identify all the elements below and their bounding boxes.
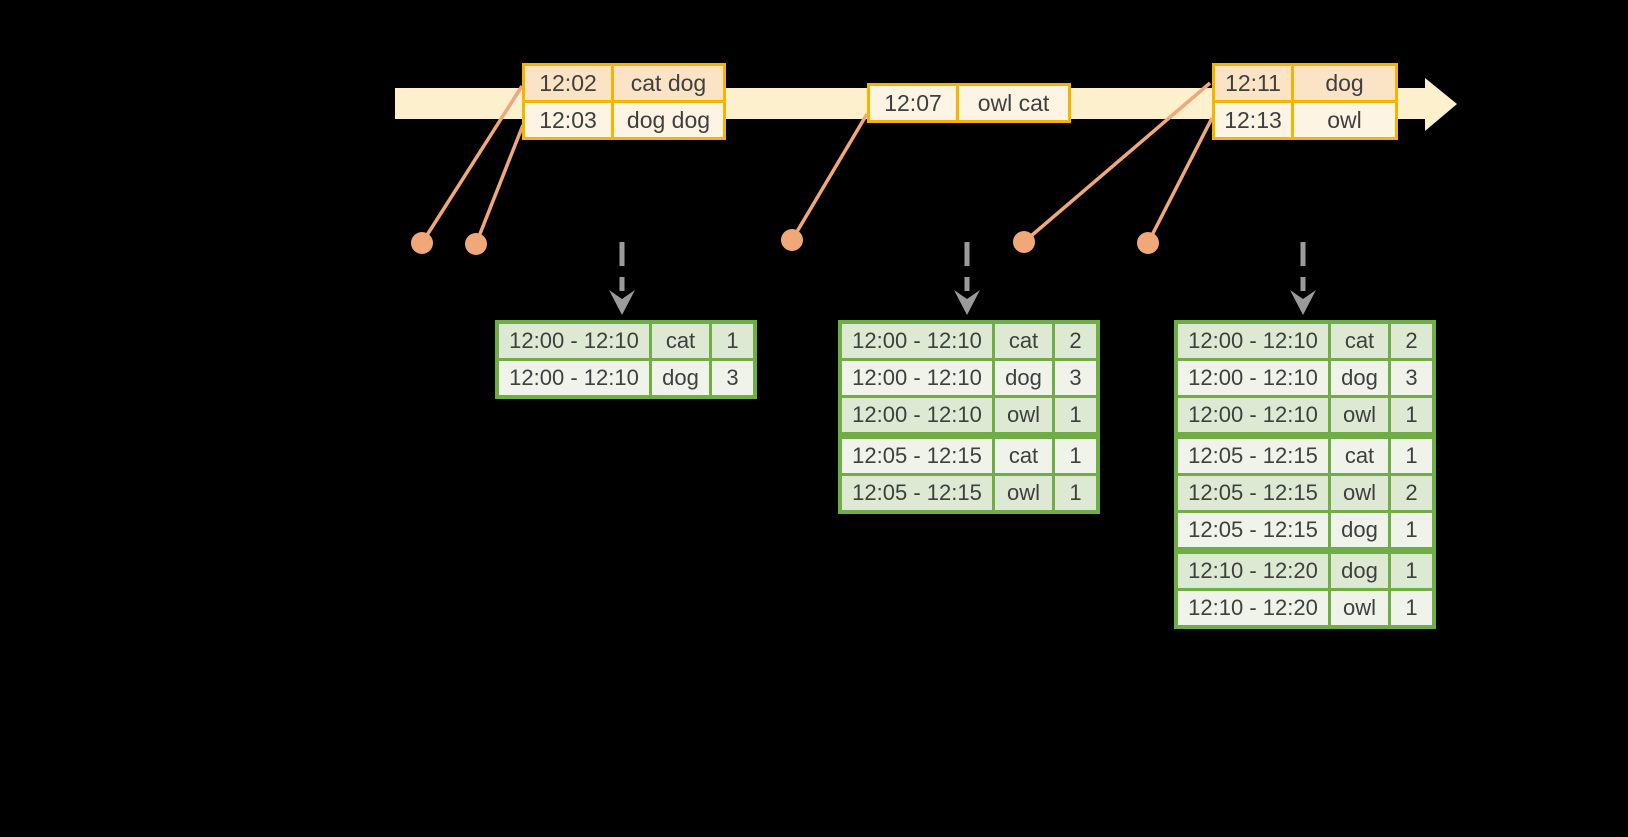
table-cell: 12:05 - 12:15 [1188,480,1318,505]
table-cell: owl [1328,476,1388,510]
table-cell: 1 [1388,439,1432,473]
table-cell: owl cat [956,86,1068,120]
table-cell: 12:00 - 12:10 [852,365,982,390]
table-cell: cat [1328,324,1388,358]
trigger-arrowhead-icon [609,290,635,315]
table-cell: 12:02 [539,69,597,96]
table-cell: 3 [1052,361,1096,395]
trigger-arrowhead-icon [1290,290,1316,315]
table-cell: 1 [709,324,753,358]
table-cell: 12:00 - 12:10 [1188,365,1318,390]
table-cell: dog [1328,554,1388,588]
event-marker-dot [465,233,487,255]
table-cell: cat [992,439,1052,473]
table-cell: dog [992,361,1052,395]
table-cell: 12:10 - 12:20 [1188,558,1318,583]
table-cell: dog [1328,513,1388,547]
table-row: 12:11 dog [1215,66,1395,100]
timeline-arrowhead-icon [1425,78,1457,131]
table-cell: 1 [1388,398,1432,432]
table-cell: 12:11 [1225,69,1281,96]
table-cell: 1 [1052,398,1096,432]
event-connector-line [790,113,869,241]
table-cell: 3 [709,361,753,395]
table-row: 12:03 dog dog [525,100,723,137]
event-table-12-02: 12:02 cat dog 12:03 dog dog [522,63,726,140]
table-cell: 12:13 [1224,106,1282,133]
event-marker-dot [1013,231,1035,253]
table-cell: 12:10 - 12:20 [1188,595,1318,620]
table-row: 12:02 cat dog [525,66,723,100]
table-cell: 1 [1052,439,1096,473]
table-cell: 2 [1388,324,1432,358]
table-cell: 12:00 - 12:10 [852,402,982,427]
event-marker-dot [781,229,803,251]
trigger-arrowhead-icon [954,290,980,315]
table-cell: cat [992,324,1052,358]
table-cell: dog [1328,361,1388,395]
table-cell: 12:05 - 12:15 [852,443,982,468]
table-cell: owl [1328,398,1388,432]
table-cell: 12:00 - 12:10 [852,328,982,353]
table-cell: 2 [1388,476,1432,510]
event-table-12-07: 12:07 owl cat [867,83,1071,123]
event-connector-line [1146,117,1214,244]
event-connector-line [420,85,524,244]
table-cell: dog [1291,66,1395,100]
table-cell: cat [1328,439,1388,473]
event-marker-dot [411,232,433,254]
event-connector-line [474,124,525,245]
event-connector-line [1022,81,1212,244]
table-cell: 12:05 - 12:15 [1188,517,1318,542]
table-cell: 12:03 [539,106,597,133]
event-marker-dot [1137,232,1159,254]
table-cell: owl [1291,103,1395,137]
table-cell: 12:00 - 12:10 [509,365,639,390]
table-cell: 1 [1388,554,1432,588]
table-row: 12:13 owl [1215,100,1395,137]
table-cell: cat [649,324,709,358]
table-cell: 12:07 [884,89,942,116]
table-cell: dog dog [611,103,723,137]
table-cell: 1 [1388,513,1432,547]
table-cell: 12:00 - 12:10 [1188,402,1318,427]
table-cell: 2 [1052,324,1096,358]
event-table-12-11: 12:11 dog 12:13 owl [1212,63,1398,140]
table-cell: 12:05 - 12:15 [852,480,982,505]
table-cell: 1 [1052,476,1096,510]
table-cell: dog [649,361,709,395]
table-cell: 3 [1388,361,1432,395]
table-cell: 12:05 - 12:15 [1188,443,1318,468]
table-cell: cat dog [611,66,723,100]
table-cell: 12:00 - 12:10 [509,328,639,353]
table-cell: 12:00 - 12:10 [1188,328,1318,353]
table-cell: owl [992,398,1052,432]
table-cell: owl [992,476,1052,510]
table-cell: owl [1328,591,1388,625]
table-row: 12:07 owl cat [870,86,1068,120]
table-cell: 1 [1388,591,1432,625]
